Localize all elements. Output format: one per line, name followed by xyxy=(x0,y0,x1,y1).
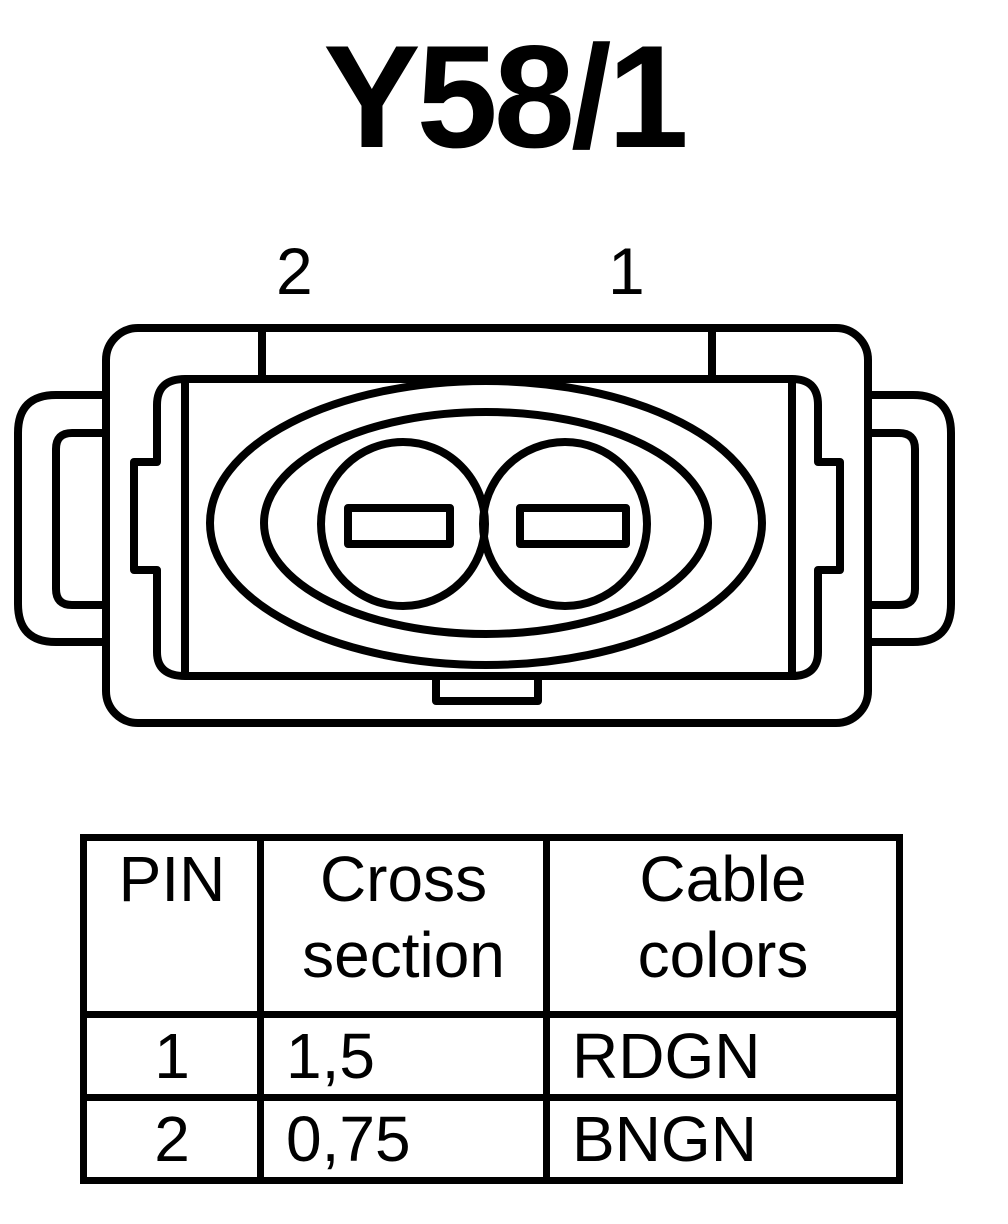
header-color-line2: colors xyxy=(637,919,809,991)
table-row: 1 1,5 RDGN xyxy=(80,1011,903,1101)
row-1-pin: 1 xyxy=(80,1011,264,1101)
top-key-tab xyxy=(258,328,716,379)
row-2-pin: 2 xyxy=(80,1094,264,1184)
left-latch-inner xyxy=(52,429,106,609)
header-cross-section: Cross section xyxy=(257,834,550,1018)
pin-1-socket xyxy=(479,438,651,610)
table-row: 2 0,75 BNGN xyxy=(80,1094,903,1184)
connector-housing xyxy=(102,324,872,727)
pin-2-contact xyxy=(344,504,454,548)
pin-label-2: 2 xyxy=(276,234,313,308)
inner-seal-ellipse xyxy=(260,408,712,638)
pin-label-1: 1 xyxy=(608,234,645,308)
header-pin-label: PIN xyxy=(118,843,226,915)
bottom-key-tab xyxy=(432,676,542,705)
row-1-cable-color: RDGN xyxy=(543,1011,903,1101)
header-cross-line2: section xyxy=(302,919,505,991)
header-pin: PIN xyxy=(80,834,264,1018)
outer-seal-ellipse xyxy=(206,377,766,669)
header-cross-line1: Cross xyxy=(319,843,488,915)
pin-assignment-table: PIN Cross section Cable colors 1 1,5 RDG… xyxy=(80,834,903,1184)
connector-title: Y58/1 xyxy=(323,15,689,178)
connector-diagram xyxy=(14,324,955,727)
header-cable-colors: Cable colors xyxy=(543,834,903,1018)
row-1-cross-section: 1,5 xyxy=(257,1011,550,1101)
pin-1-contact xyxy=(516,504,630,548)
left-latch-outer xyxy=(14,391,106,646)
right-latch-inner xyxy=(868,429,919,609)
header-color-line1: Cable xyxy=(639,843,807,915)
row-2-cross-section: 0,75 xyxy=(257,1094,550,1184)
table-header-row: PIN Cross section Cable colors xyxy=(80,834,903,1018)
right-latch-outer xyxy=(868,391,955,646)
row-2-cable-color: BNGN xyxy=(543,1094,903,1184)
